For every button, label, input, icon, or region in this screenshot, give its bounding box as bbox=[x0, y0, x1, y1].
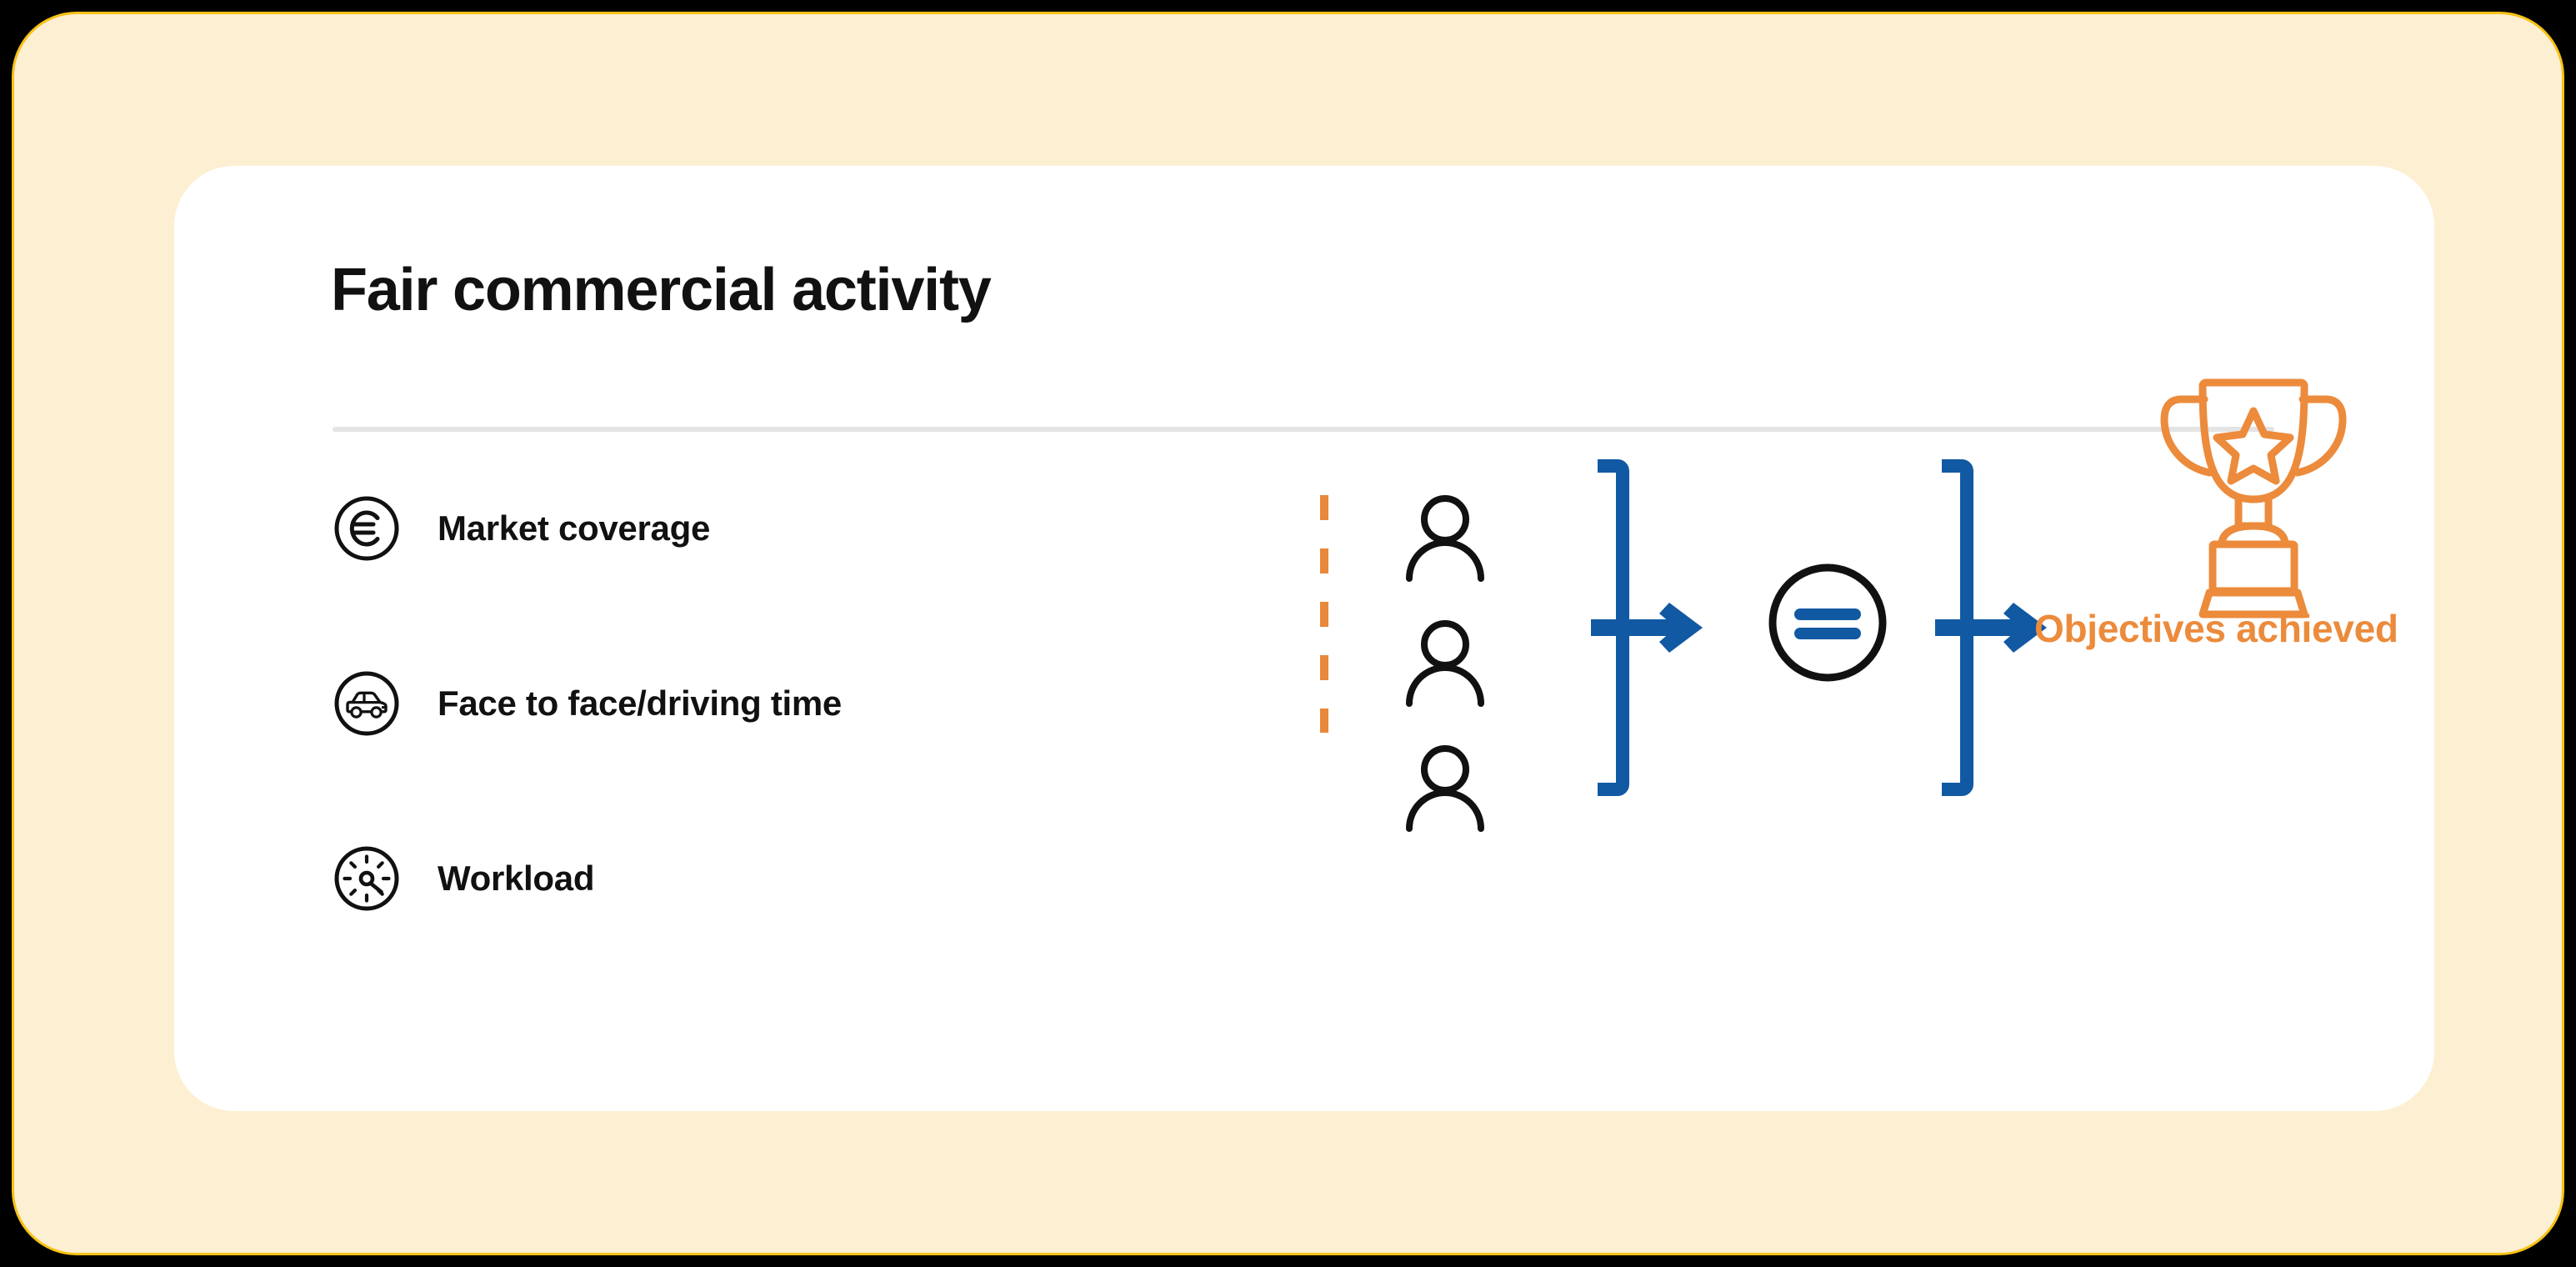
bracket-arrow-icon bbox=[1591, 459, 1703, 796]
content-card: Fair commercial activity Market coverage bbox=[174, 166, 2434, 1111]
page-title: Fair commercial activity bbox=[331, 257, 992, 323]
person-icon bbox=[1406, 620, 1484, 707]
criteria-item-workload: Workload bbox=[333, 834, 1216, 922]
people-group bbox=[1396, 489, 1494, 838]
car-circle-icon bbox=[334, 671, 399, 735]
title-divider bbox=[333, 427, 2274, 432]
criteria-label: Workload bbox=[438, 858, 595, 898]
equals-circle-icon bbox=[1768, 563, 1887, 682]
criteria-label: Face to face/driving time bbox=[438, 683, 842, 723]
euro-circle-icon bbox=[334, 496, 399, 560]
criteria-label: Market coverage bbox=[438, 508, 711, 548]
gauge-circle-icon bbox=[334, 846, 399, 910]
objectives-achieved-label: Objectives achieved bbox=[2034, 607, 2398, 650]
person-icon bbox=[1406, 745, 1484, 832]
criteria-item-driving-time: Face to face/driving time bbox=[333, 659, 1216, 747]
person-icon bbox=[1406, 495, 1484, 582]
trophy-icon bbox=[2160, 378, 2347, 618]
dashed-divider bbox=[1320, 495, 1328, 733]
criteria-list: Market coverage Face to face/dr bbox=[333, 484, 1216, 922]
bracket-arrow-icon bbox=[1935, 459, 2047, 796]
outer-frame: Fair commercial activity Market coverage bbox=[12, 12, 2564, 1255]
criteria-item-market-coverage: Market coverage bbox=[333, 484, 1216, 572]
